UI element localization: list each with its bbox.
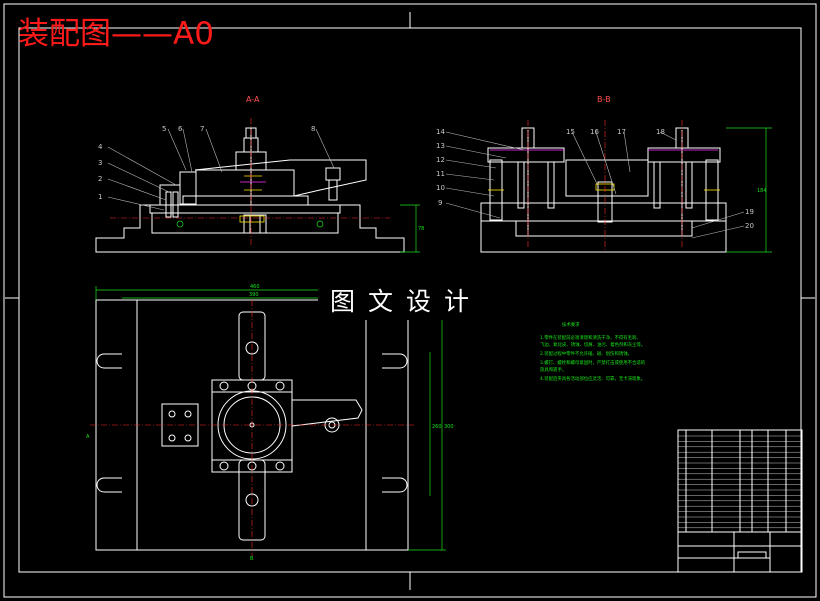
part-number-7: 7 xyxy=(200,125,204,133)
part-number-16: 16 xyxy=(590,128,599,136)
overall-width-dimension: 460 xyxy=(250,284,260,290)
part-number-12: 12 xyxy=(436,156,445,164)
leaders-left: 1 2 3 4 5 6 7 8 xyxy=(98,125,335,211)
notes-line-5: 旋具和扳手。 xyxy=(540,366,566,373)
notes-line-6: 4.装配后夹具各活动部位应灵活、可靠，无卡滞现象。 xyxy=(540,375,645,382)
part-number-3: 3 xyxy=(98,159,102,167)
section-label-b-b: B-B xyxy=(597,95,611,104)
technical-notes: 技术要求 1.零件在装配前必须清理和清洗干净，不得有毛刺、 飞边、氧化皮、锈蚀、… xyxy=(540,321,646,382)
part-number-4: 4 xyxy=(98,143,103,151)
section-label-a-a: A-A xyxy=(246,95,260,104)
part-number-11: 11 xyxy=(436,170,445,178)
plan-view: 460 390 300 260 A B xyxy=(86,284,454,562)
part-number-1: 1 xyxy=(98,193,102,201)
part-number-17: 17 xyxy=(617,128,626,136)
watermark-text: 图文设计 xyxy=(318,284,494,320)
part-number-14: 14 xyxy=(436,128,445,136)
part-number-13: 13 xyxy=(436,142,445,150)
part-number-8: 8 xyxy=(311,125,315,133)
section-mark-a: A xyxy=(86,434,90,440)
height-dimension-right: 184 xyxy=(757,188,767,194)
notes-line-3: 2.装配过程中零件不允许磕、碰、划伤和锈蚀。 xyxy=(540,350,632,357)
part-number-6: 6 xyxy=(178,125,183,133)
inner-width-dimension: 390 xyxy=(249,292,259,298)
section-mark-b: B xyxy=(250,556,254,562)
inner-height-dimension: 260 xyxy=(432,424,442,430)
notes-line-2: 飞边、氧化皮、锈蚀、切屑、油污、着色剂和灰尘等。 xyxy=(540,341,645,348)
height-dimension-left: 78 xyxy=(418,226,424,232)
parts-list-and-title-block xyxy=(677,429,803,573)
notes-heading: 技术要求 xyxy=(562,321,580,328)
section-view-b-b: B-B 184 xyxy=(480,95,772,253)
overall-height-dimension: 300 xyxy=(444,424,454,430)
section-view-a-a: A-A 78 xyxy=(95,95,424,253)
notes-line-4: 3.螺钉、螺栓和螺母紧固时，严禁打击或使用不合适的 xyxy=(540,359,646,366)
part-number-5: 5 xyxy=(162,125,166,133)
part-number-20: 20 xyxy=(745,222,754,230)
drawing-title: 装配图——A0 xyxy=(18,16,214,52)
leaders-right: 9 10 11 12 13 14 15 16 17 18 19 20 xyxy=(436,128,754,239)
part-number-18: 18 xyxy=(656,128,665,136)
part-number-9: 9 xyxy=(438,199,442,207)
part-number-19: 19 xyxy=(745,208,754,216)
notes-line-1: 1.零件在装配前必须清理和清洗干净，不得有毛刺、 xyxy=(540,334,641,341)
part-number-10: 10 xyxy=(436,184,445,192)
part-number-15: 15 xyxy=(566,128,575,136)
part-number-2: 2 xyxy=(98,175,102,183)
drawing-frame xyxy=(3,3,817,598)
